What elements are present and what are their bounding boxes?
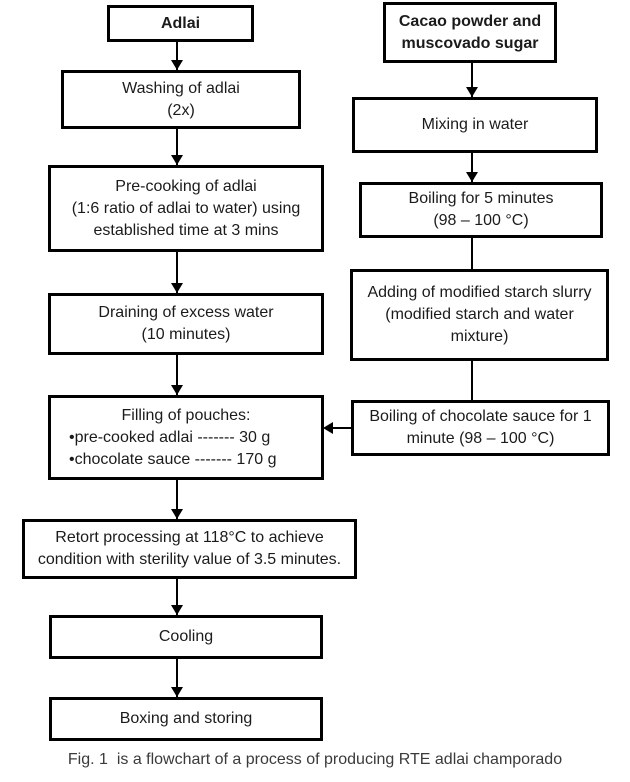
connector-draining-filling [176,355,178,395]
arrowhead-down-icon [171,283,183,293]
arrowhead-left-icon [323,422,333,434]
box-text-line: Pre-cooking of adlai [115,177,257,195]
arrowhead-down-icon [171,155,183,165]
flow-box-adding-starch: Adding of modified starch slurry (modifi… [350,269,609,361]
box-text-line: Cooling [158,628,214,645]
box-text-line: (1:6 ratio of adlai to water) using [71,199,301,217]
flow-box-adlai: Adlai [107,5,254,42]
box-text-line: (10 minutes) [141,326,231,343]
flow-box-retort: Retort processing at 118°C to achieve co… [22,519,357,579]
connector-cooling-boxing [176,659,178,697]
box-text-line: Boiling of chocolate sauce for 1 [369,408,592,425]
connector-adding-boilingchoc [471,361,473,400]
box-bullet-line: •chocolate sauce ------- 170 g [69,450,277,468]
box-text-line: Boiling for 5 minutes [408,190,554,207]
box-text-line: (98 – 100 °C) [433,212,529,229]
figure-caption: Fig. 1 is a flowchart of a process of pr… [67,751,563,768]
arrowhead-down-icon [466,172,478,182]
box-text-line: minute (98 – 100 °C) [406,430,555,447]
arrowhead-down-icon [171,509,183,519]
connector-adlai-washing [176,42,178,70]
flow-box-draining: Draining of excess water (10 minutes) [48,293,324,355]
box-bullet-line: •pre-cooked adlai ------- 30 g [69,428,271,446]
arrowhead-down-icon [171,385,183,395]
flow-box-cacao-sugar: Cacao powder and muscovado sugar [383,2,557,63]
box-text-line: muscovado sugar [401,34,539,52]
box-text-line: Cacao powder and [398,12,542,30]
flow-box-precooking: Pre-cooking of adlai (1:6 ratio of adlai… [48,165,324,252]
arrowhead-down-icon [171,687,183,697]
box-text-line: Adding of modified starch slurry [367,284,592,301]
box-text-line: Filling of pouches: [121,406,251,424]
connector-boilingchoc-filling [331,427,351,429]
connector-boiling5-adding [471,238,473,269]
connector-filling-retort [176,480,178,519]
box-text-line: Retort processing at 118°C to achieve [55,529,324,546]
connector-precooking-draining [176,252,178,293]
flow-box-boiling-chocolate: Boiling of chocolate sauce for 1 minute … [351,400,610,456]
connector-cacao-mixing [471,63,473,97]
box-text-line: Boxing and storing [119,710,253,727]
box-text-line: Washing of adlai [122,79,240,97]
connector-mixing-boiling5 [471,153,473,182]
box-text-line: Draining of excess water [98,304,274,321]
box-text-line: Mixing in water [421,116,529,133]
arrowhead-down-icon [171,605,183,615]
flow-box-cooling: Cooling [49,615,323,659]
arrowhead-down-icon [466,87,478,97]
flow-box-washing: Washing of adlai (2x) [61,70,301,129]
box-text-line: mixture) [450,328,509,345]
flow-box-mixing-water: Mixing in water [352,97,598,153]
box-text-line: established time at 3 mins [93,221,279,239]
connector-washing-precooking [176,129,178,165]
box-text-line: (modified starch and water [385,306,574,323]
flow-box-boiling-5min: Boiling for 5 minutes (98 – 100 °C) [359,182,603,238]
arrowhead-down-icon [171,60,183,70]
box-text-line: Adlai [160,14,201,32]
box-text-line: (2x) [167,101,195,119]
connector-retort-cooling [176,579,178,615]
flow-box-filling: Filling of pouches: •pre-cooked adlai --… [48,395,324,480]
flow-box-boxing-storing: Boxing and storing [49,697,323,741]
box-text-line: condition with sterility value of 3.5 mi… [37,551,342,568]
